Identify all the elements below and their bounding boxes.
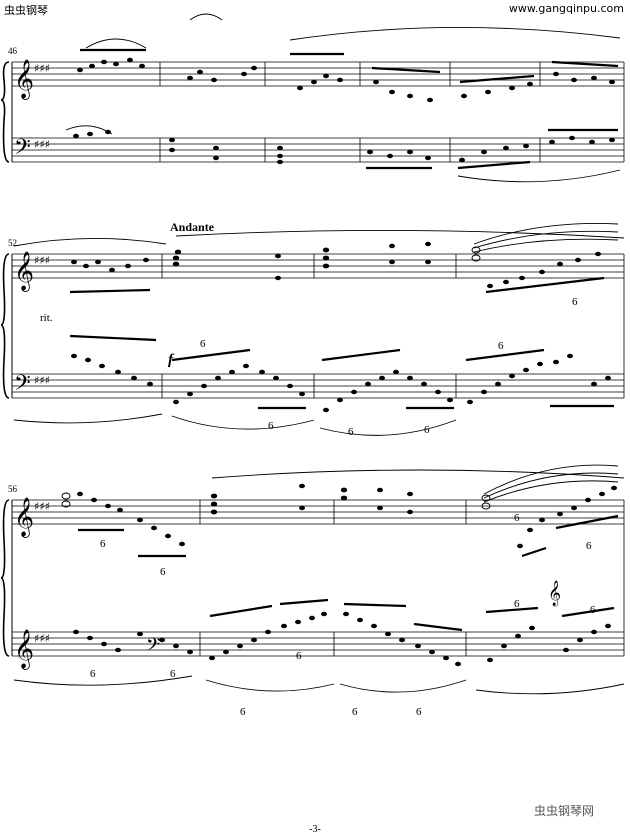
tuplet-number: 6 xyxy=(348,426,354,438)
brace xyxy=(0,61,10,163)
dynamic-forte: f xyxy=(168,352,173,368)
tuplet-number: 6 xyxy=(416,706,422,718)
measure-number-system-2: 52 xyxy=(8,238,17,248)
brace xyxy=(0,253,10,399)
bass-clef: 𝄢 xyxy=(146,635,160,660)
bass-clef: 𝄢 xyxy=(14,135,31,165)
measure-number-system-1: 46 xyxy=(8,46,17,56)
tuplet-number: 6 xyxy=(90,668,96,680)
watermark-logo: 虫虫钢琴网 xyxy=(533,804,594,818)
tuplet-number: 6 xyxy=(572,296,578,308)
tuplet-number: 6 xyxy=(352,706,358,718)
tuplet-number: 6 xyxy=(514,598,520,610)
brace xyxy=(0,499,10,657)
ritardando-marking: rit. xyxy=(40,312,53,324)
key-signature: ♯♯♯ xyxy=(34,254,50,267)
measure-number-system-3: 56 xyxy=(8,484,17,494)
system-2: 𝄞 𝄢 ♯♯♯ ♯♯♯ xyxy=(0,222,625,436)
treble-clef: 𝄞 xyxy=(14,629,34,670)
key-signature: ♯♯♯ xyxy=(34,500,50,513)
key-signature: ♯♯♯ xyxy=(34,632,50,645)
tuplet-number: 6 xyxy=(160,566,166,578)
key-signature: ♯♯♯ xyxy=(34,374,50,387)
system-1: 𝄞 𝄢 ♯♯♯ ♯♯♯ xyxy=(0,13,625,183)
tuplet-number: 6 xyxy=(586,540,592,552)
tuplet-number: 6 xyxy=(200,338,206,350)
tuplet-number: 6 xyxy=(170,668,176,680)
key-signature: ♯♯♯ xyxy=(34,138,50,151)
bass-clef: 𝄢 xyxy=(14,371,31,401)
tuplet-number: 6 xyxy=(100,538,106,550)
key-signature: ♯♯♯ xyxy=(34,62,50,75)
tuplet-number: 6 xyxy=(498,340,504,352)
site-name-left: 虫虫钢琴 xyxy=(4,4,48,17)
tuplet-number: 6 xyxy=(590,604,596,616)
treble-clef: 𝄞 xyxy=(14,497,34,538)
system-3: 𝄞 𝄞 ♯♯♯ ♯♯♯ 𝄢 𝄞 xyxy=(0,464,625,695)
tuplet-number: 6 xyxy=(240,706,246,718)
page-number: -3- xyxy=(309,824,321,835)
tuplet-number: 6 xyxy=(424,424,430,436)
treble-clef: 𝄞 xyxy=(14,59,34,100)
treble-clef: 𝄞 xyxy=(548,580,561,606)
tempo-marking: Andante xyxy=(170,220,215,234)
treble-clef: 𝄞 xyxy=(14,251,34,292)
tuplet-number: 6 xyxy=(268,420,274,432)
site-url-right: www.gangqinpu.com xyxy=(508,2,624,15)
